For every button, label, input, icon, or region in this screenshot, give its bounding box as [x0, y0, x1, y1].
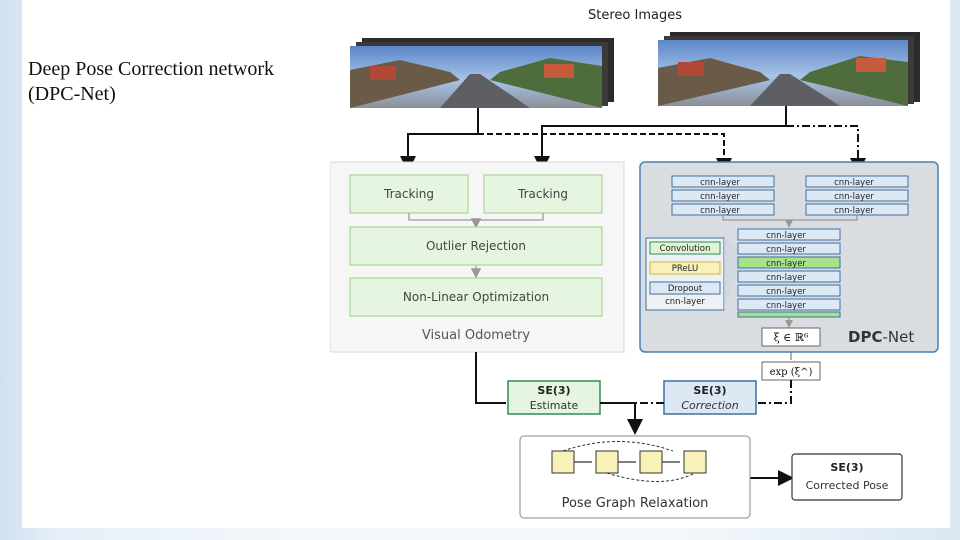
- se3-estimate-title: SE(3): [537, 384, 570, 397]
- nonlinear-optimization-label: Non-Linear Optimization: [403, 290, 549, 304]
- tracking-left-box: Tracking: [349, 174, 469, 214]
- xi-output-box: ξ ∈ ℝ⁶: [761, 327, 821, 347]
- se3-correction-box: SE(3) Correction: [663, 380, 757, 415]
- dropout-label: Dropout: [668, 284, 703, 294]
- xi-symbol: ξ ∈ ℝ⁶: [774, 331, 809, 344]
- cnn-layer-label: cnn-layer: [834, 206, 874, 216]
- tracking-left-label: Tracking: [383, 187, 434, 201]
- cnn-layer-label: cnn-layer: [700, 178, 740, 188]
- cnn-layer-label: cnn-layer: [766, 273, 806, 283]
- dpc-net-label-bold: DPC: [848, 328, 882, 346]
- lower-connectors: [475, 352, 794, 486]
- outlier-rejection-label: Outlier Rejection: [426, 239, 526, 253]
- layer-detail-box: Convolution PReLU Dropout cnn-layer: [645, 237, 738, 311]
- slide-title-line-2: (DPC-Net): [28, 83, 116, 105]
- outlier-rejection-box: Outlier Rejection: [349, 226, 603, 266]
- pose-graph-relaxation-box: Pose Graph Relaxation: [519, 435, 751, 519]
- dpc-net-diagram: Stereo Images Tracking Tracking: [330, 8, 939, 519]
- image-connectors: [400, 106, 866, 174]
- cnn-layer-label: cnn-layer: [834, 192, 874, 202]
- exp-label: exp (ξ^): [770, 367, 813, 378]
- cnn-stack-left: cnn-layer cnn-layer cnn-layer: [671, 175, 775, 216]
- cnn-layer-label: cnn-layer: [766, 301, 806, 311]
- cnn-layer-label: cnn-layer: [700, 206, 740, 216]
- cnn-layer-label: cnn-layer: [665, 297, 705, 307]
- dpc-net-label: DPC-Net: [848, 328, 914, 346]
- nonlinear-optimization-box: Non-Linear Optimization: [349, 277, 603, 317]
- cnn-layer-label: cnn-layer: [700, 192, 740, 202]
- tracking-right-label: Tracking: [517, 187, 568, 201]
- se3-correction-title: SE(3): [693, 384, 726, 397]
- slide-title: Deep Pose Correction network (DPC-Net): [28, 57, 328, 107]
- dpc-net-label-rest: -Net: [882, 328, 914, 346]
- dpc-net-figure: Stereo Images Tracking Tracking: [330, 0, 950, 528]
- convolution-label: Convolution: [660, 244, 711, 254]
- prelu-label: PReLU: [672, 264, 698, 274]
- corrected-pose-label: Corrected Pose: [806, 479, 889, 492]
- slide-title-line-1: Deep Pose Correction network: [28, 58, 275, 80]
- se3-estimate-label: Estimate: [530, 399, 579, 412]
- cnn-stack-center: cnn-layer cnn-layer cnn-layer cnn-layer …: [737, 228, 841, 318]
- cnn-merge-lines: [722, 215, 858, 228]
- corrected-pose-title: SE(3): [830, 461, 863, 474]
- visual-odometry-label: Visual Odometry: [422, 328, 530, 343]
- stereo-image-left: [350, 38, 614, 108]
- se3-estimate-box: SE(3) Estimate: [507, 380, 601, 415]
- vo-inner-arrows: [408, 213, 544, 279]
- exp-box: exp (ξ^): [761, 361, 821, 381]
- cnn-layer-label: cnn-layer: [766, 245, 806, 255]
- pose-graph-relaxation-label: Pose Graph Relaxation: [562, 496, 709, 511]
- stereo-images-label: Stereo Images: [588, 8, 682, 23]
- cnn-layer-label: cnn-layer: [834, 178, 874, 188]
- cnn-layer-label: cnn-layer: [766, 259, 806, 269]
- se3-correction-label: Correction: [681, 399, 738, 412]
- stereo-image-right: [658, 32, 920, 106]
- cnn-stack-right: cnn-layer cnn-layer cnn-layer: [805, 175, 909, 216]
- cnn-layer-label: cnn-layer: [766, 287, 806, 297]
- corrected-pose-box: SE(3) Corrected Pose: [791, 453, 903, 501]
- cnn-layer-label: cnn-layer: [766, 231, 806, 241]
- tracking-right-box: Tracking: [483, 174, 603, 214]
